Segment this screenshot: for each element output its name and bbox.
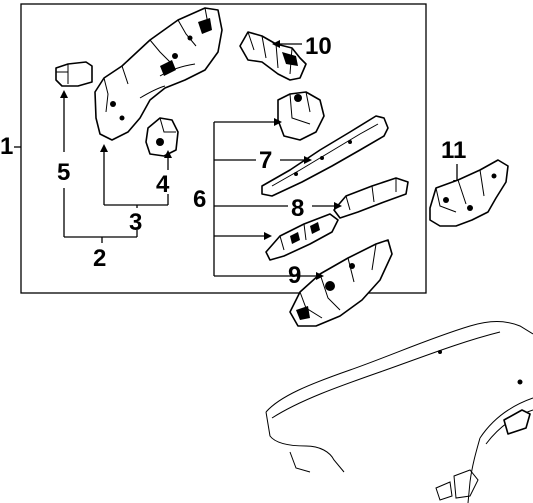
callout-2-label: 2 bbox=[93, 245, 106, 272]
callout-7-label: 7 bbox=[259, 147, 272, 174]
callout-3[interactable]: 3 bbox=[100, 144, 168, 236]
bracket-part bbox=[145, 117, 179, 157]
side-bracket-part bbox=[429, 159, 509, 227]
small-bracket-part bbox=[55, 61, 93, 87]
callout-5[interactable]: 5 bbox=[57, 90, 70, 237]
callout-3-label: 3 bbox=[129, 209, 142, 236]
lower-panel-part bbox=[289, 239, 393, 327]
callout-1-label: 1 bbox=[0, 133, 13, 160]
upper-bracket-part bbox=[239, 31, 307, 81]
callout-10-label: 10 bbox=[305, 33, 332, 60]
callout-9[interactable]: 9 bbox=[288, 262, 301, 289]
callout-5-label: 5 bbox=[57, 159, 70, 186]
fender-outline bbox=[265, 321, 533, 503]
side-member-part bbox=[333, 177, 409, 219]
callout-4-label: 4 bbox=[156, 171, 170, 198]
upper-rail-bracket-part bbox=[277, 91, 325, 141]
apron-part bbox=[94, 7, 223, 141]
callout-6[interactable]: 6 bbox=[190, 118, 324, 280]
callout-1[interactable]: 1 bbox=[0, 133, 21, 160]
callout-9-label: 9 bbox=[288, 262, 301, 289]
frame-rail-part bbox=[261, 115, 389, 197]
callout-4[interactable]: 4 bbox=[156, 150, 172, 205]
callout-2[interactable]: 2 bbox=[64, 230, 138, 272]
callout-11[interactable]: 11 bbox=[441, 137, 466, 188]
callout-6-label: 6 bbox=[193, 186, 206, 213]
callout-10[interactable]: 10 bbox=[272, 33, 332, 60]
assembly-frame bbox=[20, 3, 427, 294]
callout-8-label: 8 bbox=[291, 195, 304, 222]
reinforcement-part bbox=[265, 213, 339, 261]
callout-11-label: 11 bbox=[441, 137, 466, 164]
callout-8[interactable]: 8 bbox=[291, 195, 342, 222]
callout-7[interactable]: 7 bbox=[259, 147, 312, 174]
